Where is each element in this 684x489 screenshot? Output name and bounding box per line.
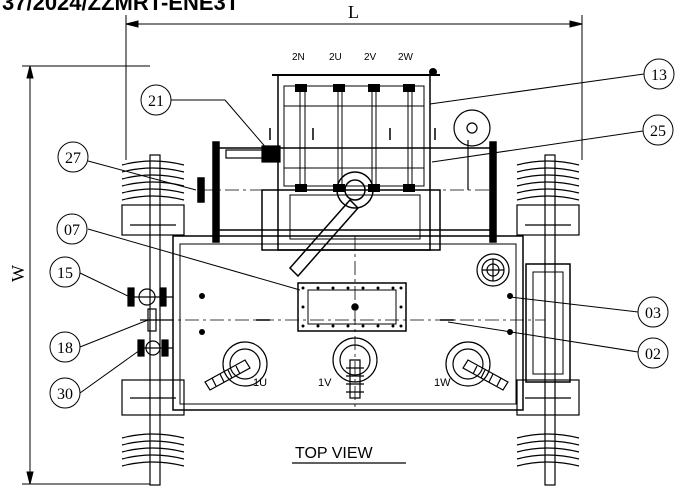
callout-label: 27 [65,150,81,167]
bushing-label-1v: 1V [318,377,332,389]
callout-label: 07 [64,222,80,239]
callout-03: 03 [637,296,669,328]
oil-level-indicator [453,109,491,190]
upper-assembly [272,74,440,251]
callout-21: 21 [140,84,172,116]
valve-18 [140,308,173,332]
main-tank [172,235,524,411]
valve-15 [127,287,173,307]
callout-13: 13 [643,58,675,90]
callout-label: 02 [645,346,661,363]
pressure-relief-device [476,253,510,287]
dimension-width [22,65,150,485]
inspection-cover-bolts [301,286,403,328]
inspection-cover [297,282,407,332]
valve-30 [137,339,173,357]
callout-label: 25 [650,123,666,140]
bushing-label-1u: 1U [253,377,267,389]
callout-02: 02 [637,337,669,369]
terminal-label-2v: 2V [364,52,377,63]
callout-label: 21 [148,93,164,110]
upper-assembly-terminals [295,68,437,192]
bushing-label-1w: 1W [434,377,451,389]
tap-changer-housing [197,141,500,278]
callout-25: 25 [642,114,674,146]
dimension-length-label: L [348,2,359,22]
callout-27: 27 [57,141,89,173]
dimension-length [125,15,583,160]
view-label: TOP VIEW [295,445,374,462]
callout-label: 15 [57,265,73,282]
callout-label: 03 [645,305,661,322]
upper-assembly-slots [269,128,436,140]
callout-label: 30 [57,386,73,403]
callout-label: 13 [651,67,667,84]
callout-15: 15 [49,256,81,288]
wheel-right [516,154,580,486]
dimension-width-label: W [8,265,28,282]
bushing-1w [445,341,509,391]
drawing-title: 37/2024/ZZMRT-ENE3T [2,0,240,15]
callout-07: 07 [56,213,88,245]
tank-bolts [199,293,513,335]
callout-18: 18 [49,331,81,363]
upper-assembly-rods [299,86,413,190]
callout-30: 30 [49,377,81,409]
callout-leaders [79,73,645,394]
bushing-1u [204,341,268,391]
breather-21 [225,145,281,163]
terminal-label-2u: 2U [329,52,342,63]
terminal-label-2n: 2N [292,52,305,63]
right-cabinet [525,263,571,383]
terminal-label-2w: 2W [398,52,414,63]
callout-label: 18 [57,340,73,357]
bushing-1v [332,337,378,399]
tank-centerlines [160,236,545,410]
